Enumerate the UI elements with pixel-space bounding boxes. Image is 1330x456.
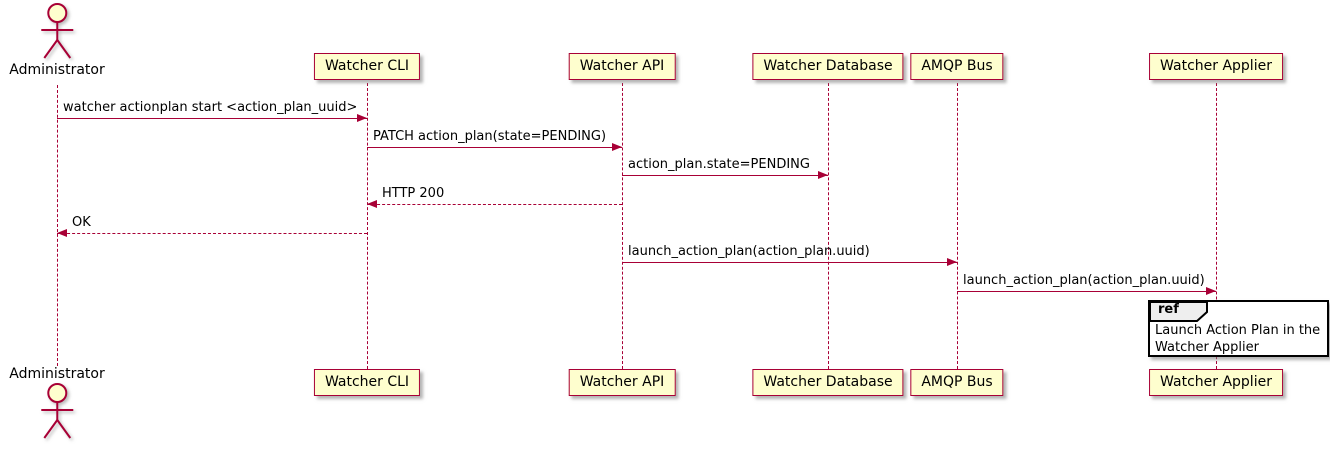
participant-amqp-bus-top: AMQP Bus bbox=[910, 53, 1004, 80]
lifeline-watcher-applier bbox=[1216, 83, 1217, 369]
actor-label: Administrator bbox=[9, 62, 105, 78]
message-label: OK bbox=[72, 215, 91, 230]
message-line bbox=[622, 262, 957, 263]
participant-watcher-database-top: Watcher Database bbox=[752, 53, 904, 80]
arrowhead-icon bbox=[1206, 286, 1216, 295]
message-label: HTTP 200 bbox=[382, 186, 445, 201]
stick-figure-icon bbox=[41, 383, 73, 439]
message-line bbox=[957, 291, 1216, 292]
message-line bbox=[367, 147, 622, 148]
lifeline-watcher-api bbox=[622, 83, 623, 369]
message-label: action_plan.state=PENDING bbox=[628, 157, 810, 172]
lifeline-watcher-database bbox=[828, 83, 829, 369]
ref-text-line: Watcher Applier bbox=[1155, 339, 1259, 355]
ref-tag-label: ref bbox=[1158, 302, 1179, 317]
ref-tag-shape-icon bbox=[1149, 301, 1208, 322]
message-line bbox=[367, 204, 622, 205]
participant-watcher-api-top: Watcher API bbox=[568, 53, 676, 80]
participant-watcher-applier-top: Watcher Applier bbox=[1149, 53, 1283, 80]
arrowhead-icon bbox=[357, 113, 367, 122]
arrowhead-icon bbox=[947, 257, 957, 266]
message-label: PATCH action_plan(state=PENDING) bbox=[373, 129, 607, 144]
participant-watcher-database-bottom: Watcher Database bbox=[752, 369, 904, 396]
message-label: launch_action_plan(action_plan.uuid) bbox=[628, 244, 870, 259]
message-label: launch_action_plan(action_plan.uuid) bbox=[963, 273, 1205, 288]
arrowhead-icon bbox=[367, 199, 377, 208]
message-line bbox=[57, 118, 367, 119]
participant-watcher-cli-top: Watcher CLI bbox=[313, 53, 421, 80]
actor-label: Administrator bbox=[9, 366, 105, 382]
participant-watcher-api-bottom: Watcher API bbox=[568, 369, 676, 396]
participant-watcher-applier-bottom: Watcher Applier bbox=[1149, 369, 1283, 396]
message-label: watcher actionplan start <action_plan_uu… bbox=[63, 100, 358, 115]
actor-administrator-top: Administrator bbox=[9, 2, 105, 78]
stick-figure-icon bbox=[41, 3, 73, 59]
participant-watcher-cli-bottom: Watcher CLI bbox=[313, 369, 421, 396]
ref-text-line: Launch Action Plan in the bbox=[1155, 323, 1321, 338]
arrowhead-icon bbox=[818, 170, 828, 179]
actor-administrator-bottom: Administrator bbox=[9, 366, 105, 442]
message-line bbox=[57, 233, 367, 234]
arrowhead-icon bbox=[57, 228, 67, 237]
ref-fragment: ref Launch Action Plan in the Watcher Ap… bbox=[1148, 300, 1329, 357]
lifeline-administrator bbox=[57, 85, 58, 366]
lifeline-amqp-bus bbox=[957, 83, 958, 369]
ref-tag: ref bbox=[1149, 301, 1209, 322]
arrowhead-icon bbox=[612, 142, 622, 151]
message-line bbox=[622, 175, 828, 176]
lifeline-watcher-cli bbox=[367, 83, 368, 369]
participant-amqp-bus-bottom: AMQP Bus bbox=[910, 369, 1004, 396]
